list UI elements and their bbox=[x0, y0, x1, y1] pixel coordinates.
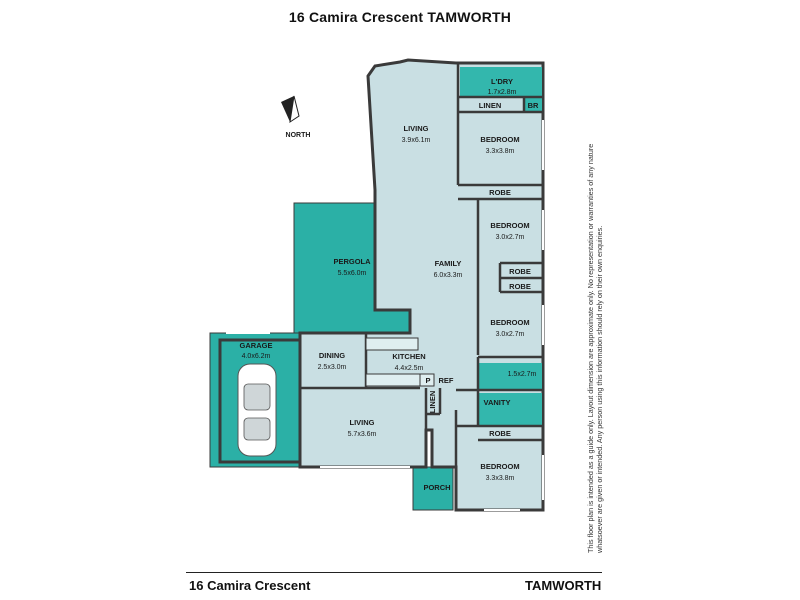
room-garage-name: GARAGE bbox=[240, 341, 273, 350]
room-dining-size: 2.5x3.0m bbox=[318, 364, 347, 371]
room-linen-top: LINEN bbox=[479, 101, 502, 110]
disclaimer-text: This floor plan is intended as a guide o… bbox=[586, 143, 604, 553]
room-vanity: VANITY bbox=[484, 398, 511, 407]
page-title: 16 Camira Crescent TAMWORTH bbox=[288, 9, 512, 25]
room-garage-size: 4.0x6.2m bbox=[242, 353, 271, 360]
room-pergola-name: PERGOLA bbox=[333, 257, 371, 266]
kitchen-bench bbox=[365, 337, 435, 387]
bath-area bbox=[478, 363, 542, 390]
room-dining-name: DINING bbox=[319, 351, 345, 360]
room-ldry-name: L'DRY bbox=[491, 77, 513, 86]
porch-area bbox=[412, 466, 454, 511]
room-bedroom2-size: 3.0x2.7m bbox=[496, 234, 525, 241]
footer-divider bbox=[186, 572, 602, 573]
room-linen-mid: LINEN bbox=[428, 391, 437, 414]
room-robe4: ROBE bbox=[489, 429, 511, 438]
laundry-area bbox=[460, 67, 542, 97]
room-bedroom3-size: 3.0x2.7m bbox=[496, 331, 525, 338]
room-living-north-name: LIVING bbox=[403, 124, 428, 133]
windows bbox=[226, 120, 544, 511]
room-br: BR bbox=[528, 101, 539, 110]
br-area bbox=[524, 97, 542, 112]
compass-label: NORTH bbox=[286, 132, 311, 139]
room-robe3: ROBE bbox=[509, 282, 531, 291]
room-bedroom1-size: 3.3x3.8m bbox=[486, 148, 515, 155]
room-family-size: 6.0x3.3m bbox=[434, 272, 463, 279]
room-living-north-size: 3.9x6.1m bbox=[402, 137, 431, 144]
room-living-south-name: LIVING bbox=[349, 418, 374, 427]
room-porch: PORCH bbox=[423, 483, 450, 492]
car-icon bbox=[237, 363, 277, 457]
room-kitchen-name: KITCHEN bbox=[392, 352, 425, 361]
disclaimer: This floor plan is intended as a guide o… bbox=[586, 144, 604, 563]
north-arrow-icon bbox=[281, 95, 300, 124]
footer-address: 16 Camira Crescent bbox=[189, 578, 311, 593]
vanity-area bbox=[478, 393, 542, 426]
room-robe1: ROBE bbox=[489, 188, 511, 197]
room-bedroom3-name: BEDROOM bbox=[490, 318, 529, 327]
room-robe2: ROBE bbox=[509, 267, 531, 276]
room-living-south-size: 5.7x3.6m bbox=[348, 431, 377, 438]
interior-walls bbox=[298, 63, 543, 510]
footer-suburb: TAMWORTH bbox=[525, 578, 602, 593]
room-bath-size: 1.5x2.7m bbox=[508, 371, 537, 378]
room-bedroom4-name: BEDROOM bbox=[480, 462, 519, 471]
room-ref: REF bbox=[439, 376, 454, 385]
room-kitchen-size: 4.4x2.5m bbox=[395, 365, 424, 372]
room-ldry-size: 1.7x2.8m bbox=[488, 89, 517, 96]
room-pantry: P bbox=[425, 376, 430, 385]
room-pergola-size: 5.5x6.0m bbox=[338, 270, 367, 277]
room-family-name: FAMILY bbox=[435, 259, 462, 268]
room-bedroom1-name: BEDROOM bbox=[480, 135, 519, 144]
room-bedroom2-name: BEDROOM bbox=[490, 221, 529, 230]
room-bedroom4-size: 3.3x3.8m bbox=[486, 475, 515, 482]
